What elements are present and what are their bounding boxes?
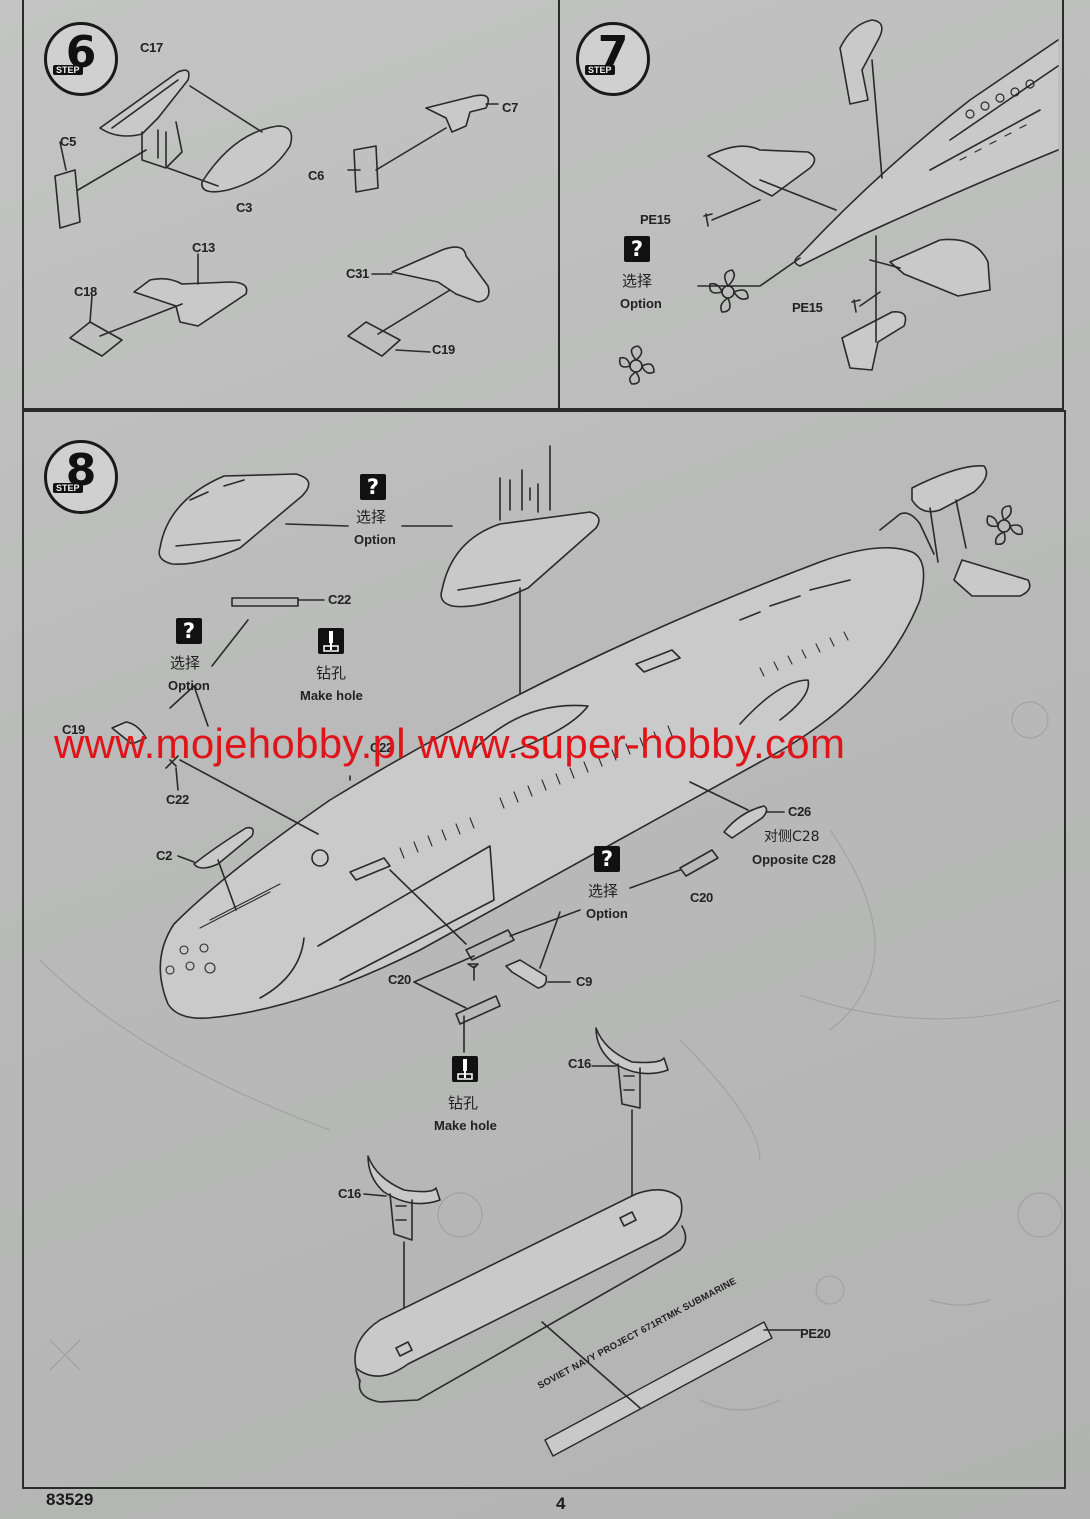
part-label-c20-left: C20 xyxy=(388,972,411,987)
part-label-c22-top: C22 xyxy=(328,592,351,607)
part-label-c20-right: C20 xyxy=(690,890,713,905)
step8-drawing xyxy=(111,445,1031,1457)
part-label-pe20: PE20 xyxy=(800,1326,831,1341)
propeller-icon xyxy=(986,505,1024,546)
step7-badge: 7 STEP xyxy=(576,22,650,96)
step7-panel xyxy=(556,0,1064,410)
part-label-c18: C18 xyxy=(74,284,97,299)
bleed-through-artwork xyxy=(39,701,1063,1411)
part-label-c7: C7 xyxy=(502,100,519,115)
option-label-cn: 选择 xyxy=(356,508,387,526)
part-label-c17: C17 xyxy=(140,40,163,55)
option-label-en: Option xyxy=(620,296,662,311)
option-label-cn: 选择 xyxy=(170,654,201,672)
part-label-pe15-left: PE15 xyxy=(640,212,671,227)
drill-icon xyxy=(318,628,344,654)
part-label-c16-right: C16 xyxy=(568,1056,591,1071)
option-label-en: Option xyxy=(586,906,628,921)
question-icon: ? xyxy=(594,846,620,872)
part-label-c19: C19 xyxy=(62,722,85,737)
drill-label-en: Make hole xyxy=(434,1118,497,1133)
part-label-c31: C31 xyxy=(346,266,369,281)
propeller-icon xyxy=(708,269,749,313)
option-label-en: Option xyxy=(168,678,210,693)
part-label-c26: C26 xyxy=(788,804,811,819)
page-number: 4 xyxy=(556,1494,566,1513)
option-label-cn: 选择 xyxy=(588,882,619,900)
step7-drawing xyxy=(618,19,1059,385)
part-label-c2: C2 xyxy=(156,848,173,863)
part-label-c5: C5 xyxy=(60,134,77,149)
part-label-c3: C3 xyxy=(236,200,253,215)
step6-panel xyxy=(22,0,560,410)
option-label-en: Option xyxy=(354,532,396,547)
opposite-label-en: Opposite C28 xyxy=(752,852,836,867)
step8-panel xyxy=(22,410,1066,1489)
part-label-c16-left: C16 xyxy=(338,1186,361,1201)
question-icon: ? xyxy=(360,474,386,500)
watermark: www.mojehobby.pl www.super-hobby.com xyxy=(54,720,846,767)
part-label-c9: C9 xyxy=(576,974,593,989)
part-label-pe15-right: PE15 xyxy=(792,300,823,315)
propeller-icon xyxy=(618,345,655,385)
part-label-c13: C13 xyxy=(192,240,215,255)
product-code: 83529 xyxy=(46,1490,94,1509)
drill-label-cn: 钻孔 xyxy=(448,1094,479,1112)
part-label-c22-low: C22 xyxy=(166,792,189,807)
part-label-c22-mid: C22 xyxy=(370,740,393,755)
opposite-label-cn: 对侧C28 xyxy=(764,829,820,845)
step6-drawing xyxy=(54,69,499,357)
drill-label-en: Make hole xyxy=(300,688,363,703)
part-label-c19: C19 xyxy=(432,342,455,357)
question-icon: ? xyxy=(624,236,650,262)
step6-badge: 6 STEP xyxy=(44,22,118,96)
drill-label-cn: 钻孔 xyxy=(316,664,347,682)
step8-badge: 8 STEP xyxy=(44,440,118,514)
part-label-c6: C6 xyxy=(308,168,325,183)
question-icon: ? xyxy=(176,618,202,644)
drill-icon xyxy=(452,1056,478,1082)
option-label-cn: 选择 xyxy=(622,272,653,290)
